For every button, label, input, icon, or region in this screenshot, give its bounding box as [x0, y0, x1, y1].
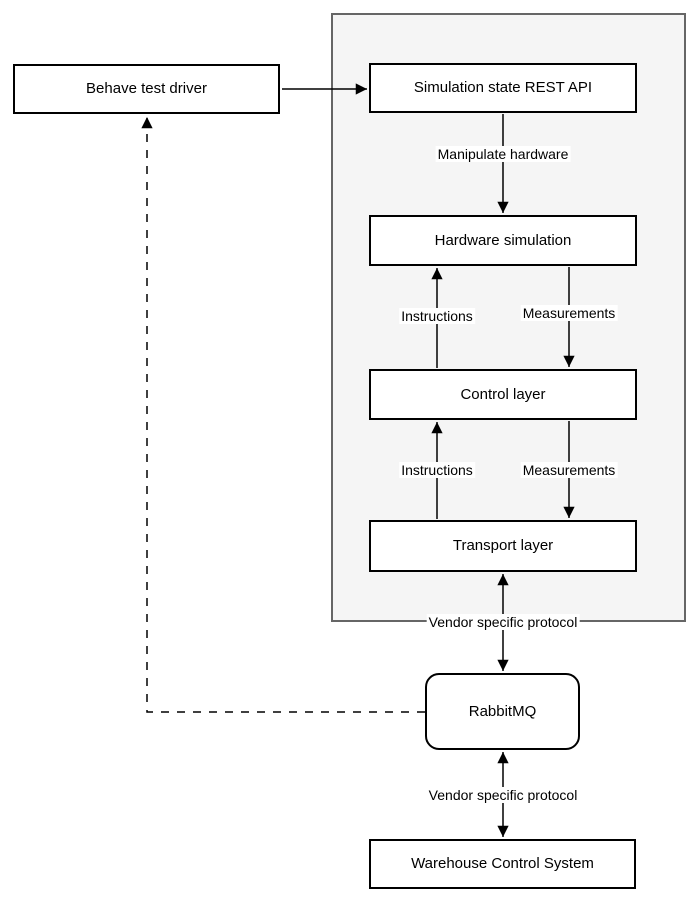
edge-label-measurements-lower: Measurements — [520, 462, 618, 478]
edge-label-vendor-specific-protocol-upper: Vendor specific protocol — [426, 614, 580, 630]
node-rabbitmq: RabbitMQ — [425, 673, 580, 750]
node-control-layer-label: Control layer — [460, 385, 546, 403]
edge-label-vendor-specific-protocol-lower: Vendor specific protocol — [426, 787, 580, 803]
node-control-layer: Control layer — [369, 369, 637, 420]
node-rabbitmq-label: RabbitMQ — [468, 702, 537, 720]
node-behave-test-driver: Behave test driver — [13, 64, 280, 114]
node-transport-layer: Transport layer — [369, 520, 637, 572]
node-warehouse-control-system: Warehouse Control System — [369, 839, 636, 889]
edge-label-measurements-upper: Measurements — [520, 305, 618, 321]
node-warehouse-control-system-label: Warehouse Control System — [411, 855, 594, 872]
node-hardware-simulation-label: Hardware simulation — [434, 231, 572, 249]
node-simulation-state-rest-api-label: Simulation state REST API — [413, 79, 593, 96]
node-simulation-state-rest-api: Simulation state REST API — [369, 63, 637, 113]
edge-label-instructions-lower: Instructions — [399, 462, 475, 478]
node-transport-layer-label: Transport layer — [452, 537, 554, 554]
edge-label-instructions-upper: Instructions — [399, 308, 475, 324]
node-hardware-simulation: Hardware simulation — [369, 215, 637, 266]
edge-label-manipulate-hardware: Manipulate hardware — [435, 146, 571, 162]
node-behave-test-driver-label: Behave test driver — [86, 80, 207, 97]
